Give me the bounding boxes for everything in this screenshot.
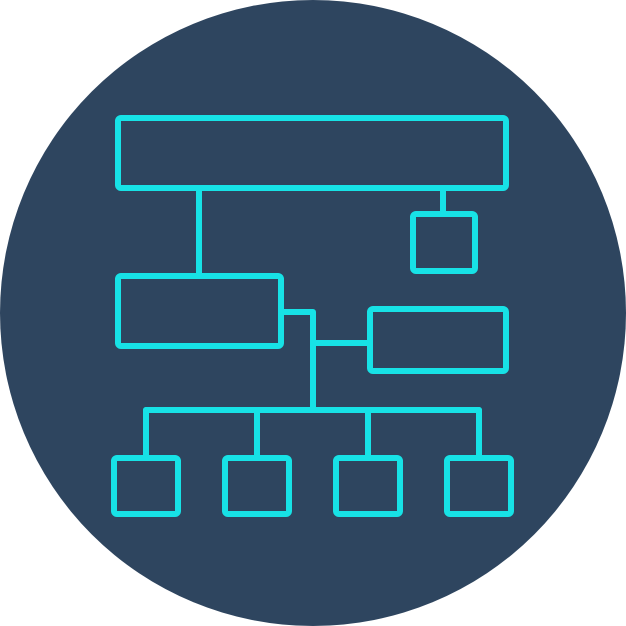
bottom-box-1	[111, 455, 181, 517]
bottom-box-3	[333, 455, 403, 517]
bottom-box-4	[444, 455, 514, 517]
spine-connector	[278, 309, 316, 413]
bottom-box-2	[222, 455, 292, 517]
small-box-right	[410, 211, 478, 274]
hierarchy-diagram	[111, 115, 514, 517]
top-banner-box	[115, 115, 509, 191]
